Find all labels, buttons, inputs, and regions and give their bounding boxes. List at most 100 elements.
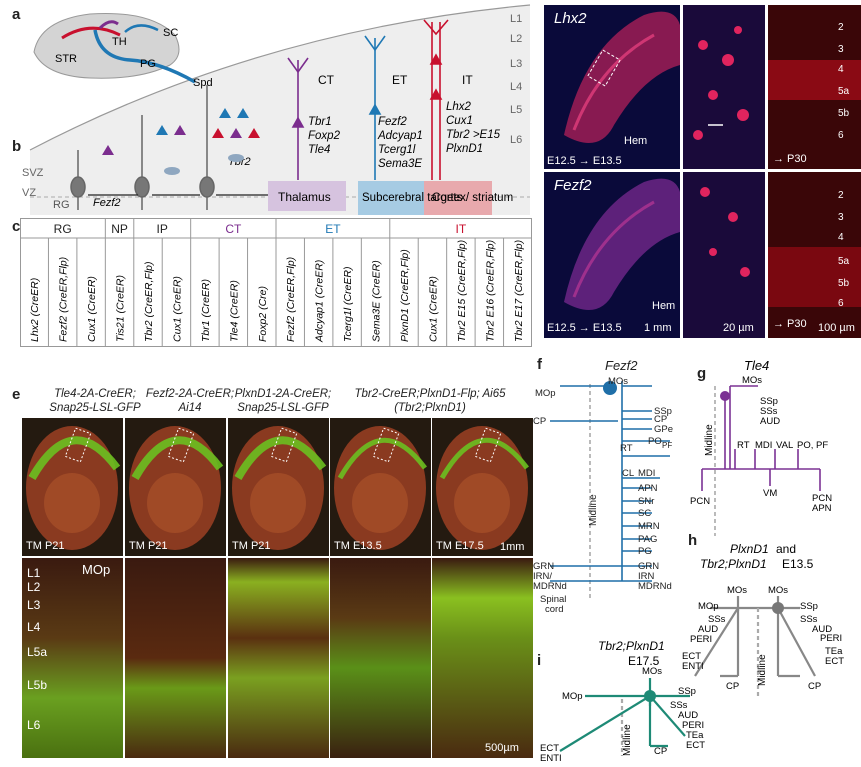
h-enti-left: ENTI [682, 661, 704, 672]
p30-label-bottom: → P30 [773, 318, 807, 330]
ct-gene-1: Foxp2 [308, 130, 341, 142]
c-line-17: Tbr2 E17 (CreER,Flp) [513, 240, 525, 342]
c-line-2: Cux1 (CreER) [86, 276, 98, 342]
g-pcn-left: PCN [690, 496, 710, 507]
c-line-3: Tis21 (CreER) [115, 275, 127, 342]
e-layers-4 [432, 558, 533, 758]
panel-i-label: i [537, 652, 541, 669]
f-rt: RT [620, 443, 633, 454]
panel-h-label: h [688, 532, 697, 549]
fezf2-high-mag: 20 µm [683, 172, 765, 338]
e-layer-1: L2 [27, 580, 40, 594]
e-layers-3 [330, 558, 431, 758]
time-label-top: E12.5 → E13.5 [547, 155, 622, 167]
e-layers-2 [228, 558, 329, 758]
f-mdrnd-right: MDRNd [638, 581, 672, 592]
layer-L4: L4 [510, 81, 522, 93]
et-gene-0: Fezf2 [378, 116, 407, 128]
g-po-pf: PO, PF [797, 440, 828, 451]
layer-L6: L6 [510, 134, 522, 146]
c-line-14: Cux1 (CreER) [427, 276, 439, 342]
c-line-6: Tbr1 (CreER) [200, 279, 212, 342]
scale-100um: 100 µm [818, 322, 855, 334]
h-ect-right: ECT [825, 656, 844, 667]
p30-label-top: → P30 [773, 153, 807, 165]
f-mdi: MDI [638, 468, 655, 479]
spd-label: Spd [193, 77, 213, 89]
h-title2: Tbr2;PlxnD1 [700, 557, 767, 571]
g-mdi: MDI [755, 440, 772, 451]
c-group-2: IP [157, 222, 168, 236]
fezf2-arrow-label: Fezf2 [93, 197, 121, 209]
f-po: PO [648, 436, 662, 447]
lhx2-high-mag [683, 5, 765, 169]
e-layer-0: L1 [27, 566, 40, 580]
c-group-5: IT [456, 222, 467, 236]
d-layer-0-1: 3 [838, 44, 844, 55]
d-layer-0-2: 4 [838, 64, 844, 75]
f-sc: SC [638, 508, 651, 519]
h-cp-left: CP [726, 681, 739, 692]
zone-svz: SVZ [22, 167, 44, 179]
e-scale-bottom: 500µm [485, 742, 519, 754]
c-group-1: NP [111, 222, 128, 236]
it-gene-0: Lhx2 [446, 101, 472, 113]
panel-b-label: b [12, 138, 21, 155]
f-mdrnd-left: MDRNd [533, 581, 567, 592]
panel-e-label: e [12, 386, 20, 403]
e-layer-6: L6 [27, 718, 40, 732]
e-layer-4: L5a [27, 645, 47, 659]
c-group-3: CT [225, 222, 242, 236]
hem-label-bottom: Hem [652, 300, 675, 312]
i-title: Tbr2;PlxnD1 [598, 639, 665, 653]
d-layer-1-2: 4 [838, 232, 844, 243]
f-gpe: GPe [654, 424, 673, 435]
h-mop: MOp [698, 601, 719, 612]
c-group-0: RG [54, 222, 72, 236]
f-midline: Midline [588, 494, 599, 526]
pg-label: PG [140, 58, 156, 70]
c-line-7: Tle4 (CreER) [228, 280, 240, 342]
c-line-4: Tbr2 (CreER,Flp) [143, 261, 155, 342]
hem-label-top: Hem [624, 135, 647, 147]
d-layer-0-4: 5b [838, 108, 849, 119]
f-mop: MOp [535, 388, 556, 399]
d-layer-1-1: 3 [838, 212, 844, 223]
e-mop: MOp [82, 562, 110, 577]
layer-L3: L3 [510, 58, 522, 70]
c-line-13: PlxnD1 (CreER,Flp) [399, 249, 411, 342]
g-aud: AUD [760, 416, 780, 427]
g-vm: VM [763, 488, 777, 499]
i-enti-left: ENTI [540, 753, 562, 764]
f-mos: MOs [608, 376, 628, 387]
it-class-label: IT [462, 73, 473, 87]
sc-label: SC [163, 27, 178, 39]
e-section-1: TM P21 [125, 418, 226, 556]
i-ssp: SSp [678, 686, 696, 697]
i-ect: ECT [686, 740, 705, 751]
fezf2-low-mag: Fezf2 Hem E12.5 → E13.5 1 mm [544, 172, 680, 338]
f-pag: PAG [638, 534, 657, 545]
it-gene-1: Cux1 [446, 115, 473, 127]
thalamus-label: Thalamus [278, 190, 331, 204]
panel-f-label: f [537, 356, 542, 373]
et-gene-2: Tcerg1l [378, 144, 416, 156]
str-label: STR [55, 53, 77, 65]
e-tm-3: TM E13.5 [334, 540, 382, 552]
h-peri-right: PERI [820, 633, 842, 644]
fezf2-p30: → P30 100 µm [768, 172, 861, 338]
d-layer-1-3: 5a [838, 256, 849, 267]
c-line-10: Adcyap1 (CreER) [314, 260, 326, 343]
f-pg: PG [638, 546, 652, 557]
f-apn: APN [638, 483, 658, 494]
h-midline: Midline [757, 654, 768, 686]
f-snr: SNr [638, 496, 654, 507]
f-cp-left: CP [533, 416, 546, 427]
lhx2-gene-label: Lhx2 [554, 10, 587, 27]
e-layer-5: L5b [27, 678, 47, 692]
d-layer-1-4: 5b [838, 278, 849, 289]
layer-L5: L5 [510, 104, 522, 116]
d-layer-0-0: 2 [838, 22, 844, 33]
et-class-label: ET [392, 73, 408, 87]
panel-ab-figure: STR TH SC PG Spd L1 L2 L3 L4 L5 L6 SVZ V… [0, 0, 540, 220]
